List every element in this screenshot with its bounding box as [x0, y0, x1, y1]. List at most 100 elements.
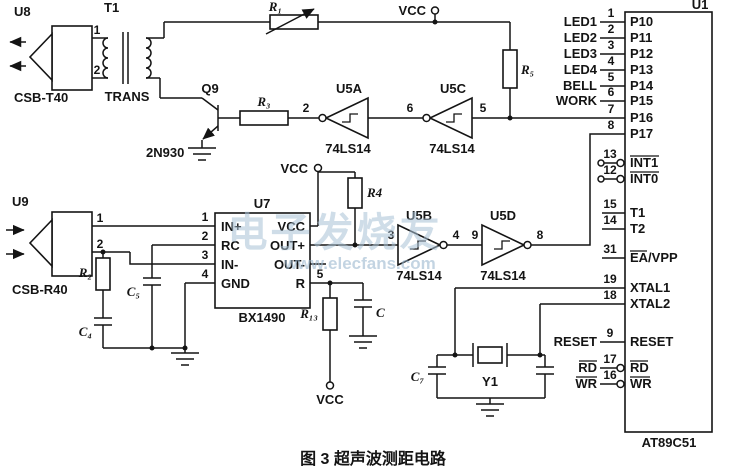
mcu-pin-num-18: 18 [603, 288, 617, 302]
mcu-ext-wr: WR [575, 376, 597, 391]
u7-pin2-num: 2 [202, 229, 209, 243]
ground-symbol [476, 403, 504, 417]
r5-label: R₅ [520, 62, 534, 77]
u5b-part: 74LS14 [396, 268, 442, 283]
mcu-pin-num-13: 13 [603, 147, 617, 161]
mcu-pin-xtal2: XTAL2 [630, 296, 670, 311]
mcu-pin-int1: INT1 [630, 155, 658, 170]
c-label: C [376, 305, 385, 320]
q9-ref: Q9 [201, 81, 218, 96]
u7-pin5-num: 5 [317, 267, 324, 281]
u7-pin3-num: 3 [202, 248, 209, 262]
mcu-ext-led4: LED4 [564, 62, 598, 77]
u7-pin4-num: 4 [202, 267, 209, 281]
vcc-terminal-top [430, 6, 440, 15]
u5b-pin-in: 3 [388, 228, 395, 242]
figure-caption: 图 3 超声波测距电路 [300, 449, 447, 468]
transducer-horn [28, 32, 53, 82]
mcu-pin-p17: P17 [630, 126, 653, 141]
c4-label: C₄ [79, 324, 92, 339]
mcu-pin-num-31: 31 [603, 242, 617, 256]
gate-u5b: U5B 74LS14 3 4 [388, 208, 482, 283]
mcu-pin-p10: P10 [630, 14, 653, 29]
y1-label: Y1 [482, 374, 498, 389]
u7-part: BX1490 [239, 310, 286, 325]
mcu-pin-ea-vpp: EA/VPP [630, 250, 678, 265]
u8-part: CSB-T40 [14, 90, 68, 105]
u7-pin-in-minus: IN- [221, 257, 238, 272]
mcu-pin-reset: RESET [630, 334, 673, 349]
u7-pin-out-plus: OUT+ [270, 238, 305, 253]
mcu-pin-num-1: 1 [608, 6, 615, 20]
active-low-bubble [616, 379, 625, 389]
schmitt-symbol [410, 240, 426, 250]
vcc-terminal-mid [313, 163, 323, 173]
r1-label: R₁ [268, 0, 282, 14]
u7-pin-in-plus: IN+ [221, 219, 242, 234]
watermark-brand: 电子发烧友 [228, 211, 443, 255]
u5a-part: 74LS14 [325, 141, 371, 156]
u5b-pin-out: 4 [453, 228, 460, 242]
u1-ref: U1 [692, 0, 709, 12]
u5c-part: 74LS14 [429, 141, 475, 156]
mcu-ext-work: WORK [556, 93, 598, 108]
mcu-pin-num-9: 9 [607, 326, 614, 340]
u7-pin-rc: RC [221, 238, 240, 253]
u7-pin1-num: 1 [202, 210, 209, 224]
mcu-pin-num-7: 7 [608, 102, 615, 116]
u7-output-network: VCC R4 VCC R₁₃ C [281, 161, 398, 407]
inverter-bubble [523, 240, 532, 250]
vcc-terminal-bottom [325, 381, 335, 390]
u5c-pin-in: 5 [480, 101, 487, 115]
u7-ref: U7 [254, 196, 271, 211]
mcu-pin-num-16: 16 [603, 368, 617, 382]
resistor-r4 [347, 177, 363, 209]
crystal-oscillator: C₇ Y1 [411, 287, 625, 417]
junction-dot [432, 19, 438, 25]
mcu-pin-num-17: 17 [603, 352, 617, 366]
u9-part: CSB-R40 [12, 282, 68, 297]
vcc-top-label: VCC [399, 3, 427, 18]
mcu-pin-wr: WR [630, 376, 652, 391]
t1-part: TRANS [105, 89, 150, 104]
c5-label: C₅ [127, 284, 140, 299]
emitter [202, 125, 219, 140]
mcu-pin-xtal1: XTAL1 [630, 280, 670, 295]
u5c-ref: U5C [440, 81, 467, 96]
r3-label: R₃ [256, 94, 270, 109]
q9-part: 2N930 [146, 145, 184, 160]
mcu-pin-num-8: 8 [608, 118, 615, 132]
resistor-r13 [322, 297, 338, 331]
ground-symbol [349, 335, 377, 349]
mcu-pin-num-12: 12 [603, 163, 617, 177]
mcu-ext-led1: LED1 [564, 14, 597, 29]
watermark: 电子发烧友 www.elecfans.com [228, 211, 443, 273]
watermark-url: www.elecfans.com [283, 254, 435, 273]
mcu-pin-int0: INT0 [630, 171, 658, 186]
receiver-input-network: R₂ C₄ C₅ [78, 244, 215, 366]
u7-pin-gnd: GND [221, 276, 250, 291]
mcu-pin-num-2: 2 [608, 22, 615, 36]
u7-pin-r: R [296, 276, 306, 291]
inverter-bubble [318, 113, 327, 123]
u5d-ref: U5D [490, 208, 516, 223]
mcu-pin-p12: P12 [630, 46, 653, 61]
r4-label: R4 [366, 185, 383, 200]
collector [201, 97, 219, 111]
junction-dot [149, 345, 155, 351]
mcu-pin-rd: RD [630, 360, 649, 375]
transistor-q9: Q9 2N930 [146, 81, 240, 161]
gate-u5c: U5C 74LS14 6 5 [368, 81, 625, 156]
u9-ref: U9 [12, 194, 29, 209]
u5d-pin-out: 8 [537, 228, 544, 242]
mcu-pin-num-19: 19 [603, 272, 617, 286]
active-low-bubble [616, 363, 625, 373]
r2-label: R₂ [78, 265, 92, 280]
vcc-mid-label: VCC [281, 161, 309, 176]
mcu-ext-reset: RESET [554, 334, 597, 349]
mcu-ext-rd: RD [578, 360, 597, 375]
mcu-pin-num-5: 5 [608, 70, 615, 84]
active-low-bubble [616, 174, 625, 184]
c7-label: C₇ [411, 369, 425, 384]
